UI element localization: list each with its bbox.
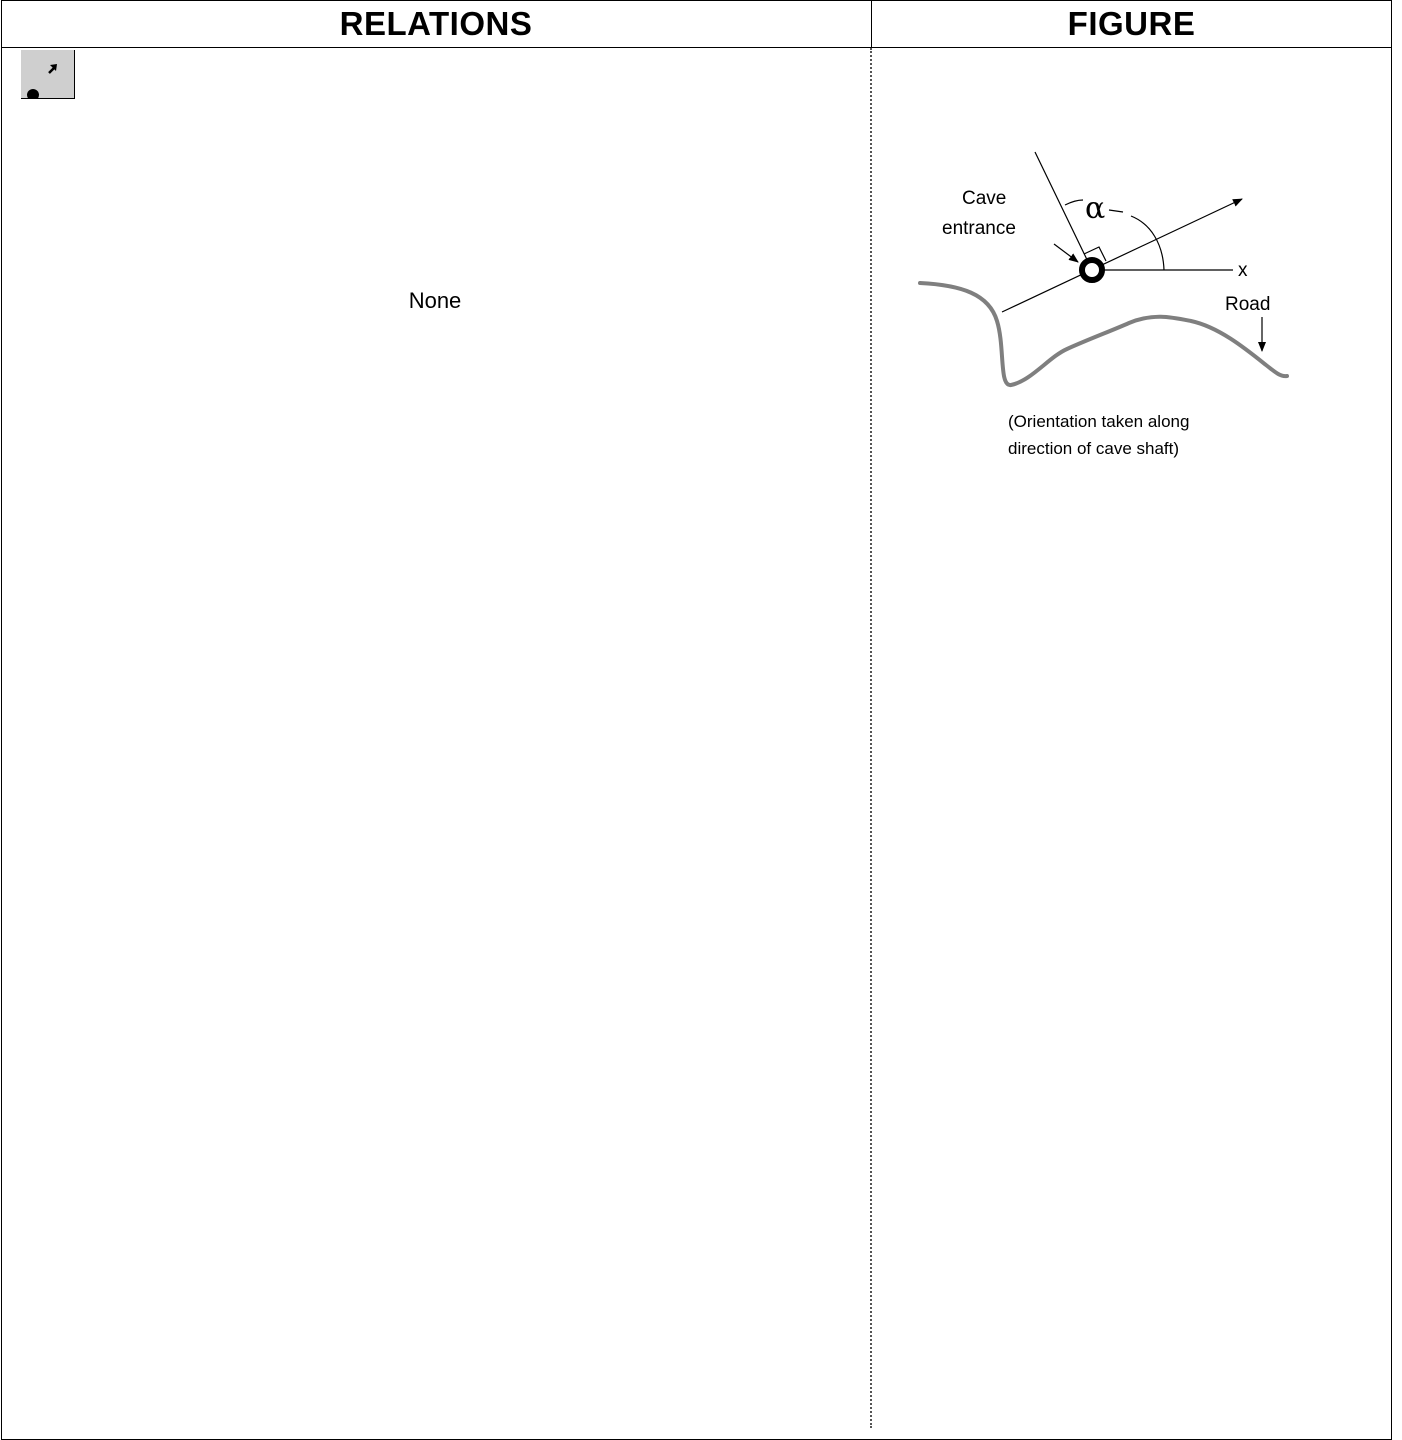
- right-angle-marker: [1083, 246, 1107, 262]
- relations-header: RELATIONS: [339, 5, 533, 42]
- table-header: RELATIONS FIGURE: [1, 0, 1392, 48]
- cave-shaft-direction-line: [1001, 198, 1243, 313]
- figure-header: FIGURE: [1067, 5, 1196, 42]
- figure-caption-line1: (Orientation taken along: [1008, 412, 1189, 431]
- point-with-direction-arrow-icon: [21, 50, 75, 101]
- cave-entrance-label-line1: Cave: [962, 188, 1006, 209]
- header-divider: [871, 0, 872, 48]
- cave-entrance-label-line2: entrance: [942, 218, 1016, 239]
- cave-entrance-marker: [1079, 257, 1105, 283]
- angle-arc-tail: [1108, 209, 1124, 213]
- axis-label: x: [1238, 260, 1248, 281]
- road-label: Road: [1225, 294, 1270, 315]
- angle-alpha-label: α: [1085, 191, 1105, 226]
- column-divider: [870, 48, 872, 1428]
- angle-arc-left: [1064, 199, 1084, 206]
- angle-arc-right: [1130, 215, 1165, 271]
- relations-value: None: [408, 288, 462, 313]
- perpendicular-line: [1034, 151, 1093, 271]
- figure-caption-line2: direction of cave shaft): [1008, 439, 1179, 458]
- road-curve: [918, 281, 1289, 387]
- cave-orientation-figure: x α Cave entrance Road (Orientation take…: [918, 151, 1289, 458]
- relation-icon-graphic: [27, 64, 57, 101]
- cave-entrance-pointer: [1053, 243, 1079, 263]
